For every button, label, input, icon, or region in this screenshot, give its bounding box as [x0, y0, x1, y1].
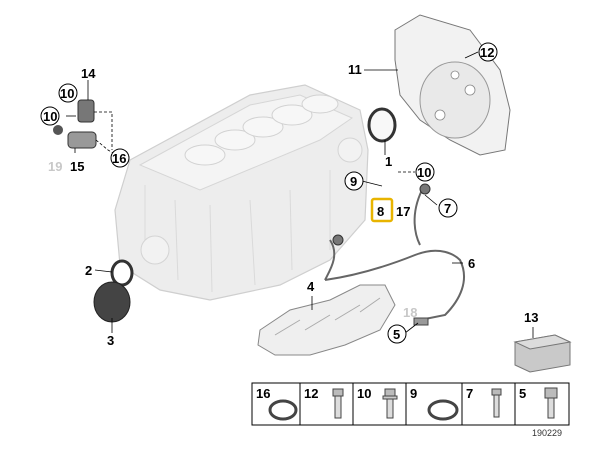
callout-9: 9 [350, 174, 357, 189]
callout-10c-circle [40, 106, 60, 126]
oil-nozzle-parts [53, 99, 97, 149]
callout-17: 17 [396, 204, 410, 219]
ring-icon [427, 399, 459, 421]
heat-shield [257, 284, 396, 356]
legend-label-10: 10 [357, 386, 371, 401]
callout-16-circle [110, 148, 130, 168]
callout-12: 12 [480, 45, 494, 60]
highlighted-part-box [370, 197, 394, 223]
callout-10c: 10 [43, 109, 57, 124]
callout-7-circle [438, 198, 458, 218]
callout-1: 1 [385, 154, 392, 169]
knock-sensor-harness [324, 183, 465, 326]
callout-10b-circle [415, 162, 435, 182]
leader-lines [66, 51, 534, 338]
callout-3: 3 [107, 333, 114, 348]
callout-14: 14 [81, 66, 96, 81]
callout-8: 8 [377, 204, 384, 219]
socket-cap-screw-icon [544, 387, 558, 419]
callout-10b: 10 [417, 165, 431, 180]
shaft-seal [367, 107, 397, 143]
callout-9-circle [344, 171, 364, 191]
callout-5-circle [387, 324, 407, 344]
legend-label-7: 7 [466, 386, 473, 401]
bolt-icon [332, 388, 344, 419]
callout-19: 19 [48, 159, 62, 174]
legend-label-16: 16 [256, 386, 270, 401]
reference-number: 190229 [532, 428, 562, 438]
legend-strip: 16 12 10 9 7 5 [251, 382, 570, 426]
sealing-cover [93, 281, 131, 323]
callout-10a: 10 [60, 86, 74, 101]
callout-11: 11 [348, 62, 362, 77]
callout-2: 2 [85, 263, 92, 278]
legend-label-9: 9 [410, 386, 417, 401]
callout-15: 15 [70, 159, 84, 174]
rear-cover-plate [394, 14, 511, 156]
flanged-bolt-icon [382, 388, 398, 419]
callout-16: 16 [112, 151, 126, 166]
callout-12-circle [478, 42, 498, 62]
engine-block [114, 84, 369, 301]
legend-label-12: 12 [304, 386, 318, 401]
callout-6: 6 [468, 256, 475, 271]
callout-5: 5 [393, 327, 400, 342]
callout-10a-circle [58, 83, 78, 103]
o-ring-icon [268, 399, 298, 421]
callout-13: 13 [524, 310, 538, 325]
plug-ring [110, 259, 134, 287]
callout-18: 18 [403, 305, 417, 320]
filler-box [513, 334, 572, 373]
screw-icon [491, 388, 502, 418]
callouts: 11 12 1 9 10 8 17 7 6 2 3 4 5 18 13 14 1… [40, 42, 538, 348]
callout-4: 4 [307, 279, 315, 294]
legend-label-5: 5 [519, 386, 526, 401]
callout-7: 7 [444, 201, 451, 216]
